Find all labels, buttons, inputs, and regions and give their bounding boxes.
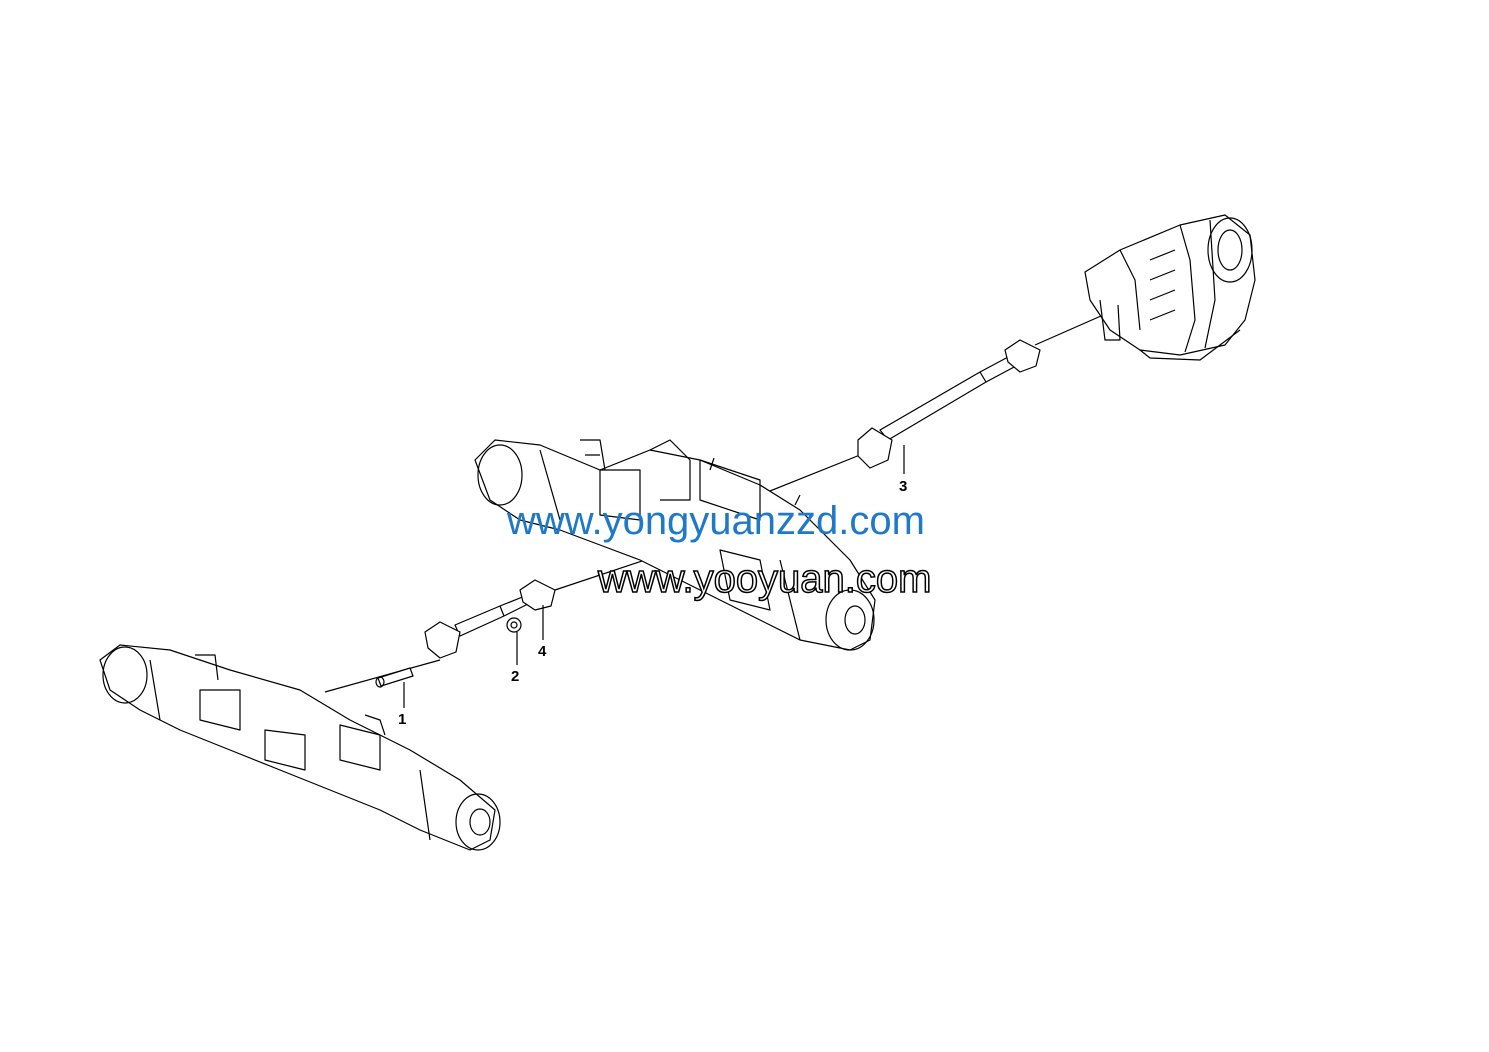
rear-axle <box>99 644 501 851</box>
watermark-black: www.yooyuan.com <box>597 556 932 602</box>
watermark-blue: www.yongyuanzzd.com <box>507 499 925 543</box>
propeller-shaft-rear <box>424 579 556 659</box>
propeller-shaft-front <box>857 339 1041 469</box>
bolt <box>375 667 414 688</box>
callout-4: 4 <box>538 643 547 660</box>
callout-3: 3 <box>899 478 908 495</box>
nut <box>506 617 522 633</box>
middle-axle <box>474 439 876 651</box>
callout-1: 1 <box>398 711 407 728</box>
transmission <box>1084 214 1256 361</box>
callout-2: 2 <box>511 668 520 685</box>
leader-lines <box>403 445 905 708</box>
